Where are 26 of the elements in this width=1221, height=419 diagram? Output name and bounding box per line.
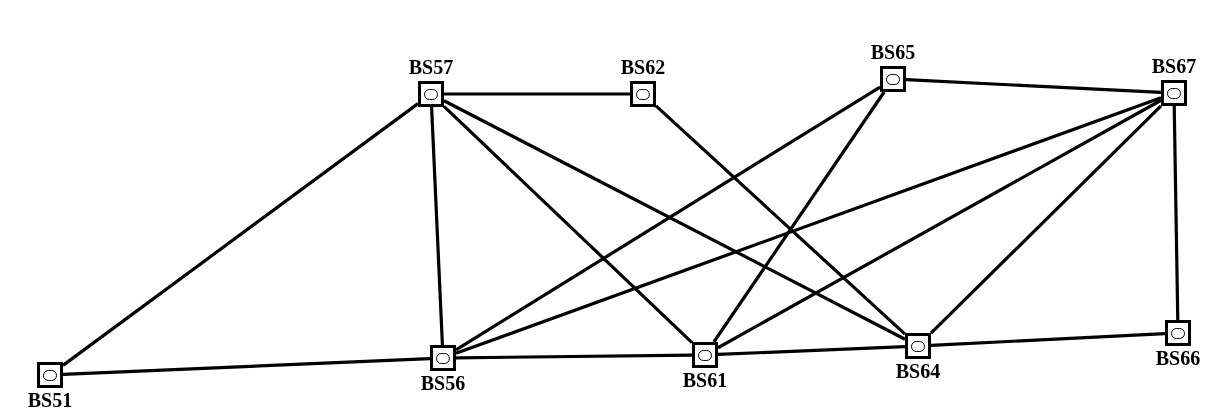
station-label: BS57 <box>408 55 454 79</box>
connector-line <box>717 344 906 357</box>
station-label: BS65 <box>870 40 916 64</box>
connector-line <box>455 85 881 352</box>
connector-line <box>62 356 431 377</box>
connector-line <box>1172 105 1180 321</box>
connector-line <box>455 96 1162 355</box>
connector-line <box>717 98 1162 350</box>
station-label: BS64 <box>895 359 941 383</box>
station-label: BS56 <box>420 371 466 395</box>
connector-line <box>929 104 1163 335</box>
connector-line <box>712 91 886 343</box>
station-label: BS62 <box>620 55 666 79</box>
connector-line <box>444 92 630 96</box>
connector-line <box>62 102 419 367</box>
connector-line <box>442 105 694 344</box>
connector-line <box>905 78 1162 94</box>
connector-line <box>930 332 1166 347</box>
station-label: BS66 <box>1155 346 1201 370</box>
connector-line <box>654 104 907 336</box>
station-label: BS51 <box>27 388 73 412</box>
connector-line <box>443 99 906 341</box>
station-label: BS67 <box>1151 54 1197 78</box>
station-label: BS61 <box>682 368 728 392</box>
connector-line <box>430 106 444 346</box>
connector-line <box>456 353 692 360</box>
